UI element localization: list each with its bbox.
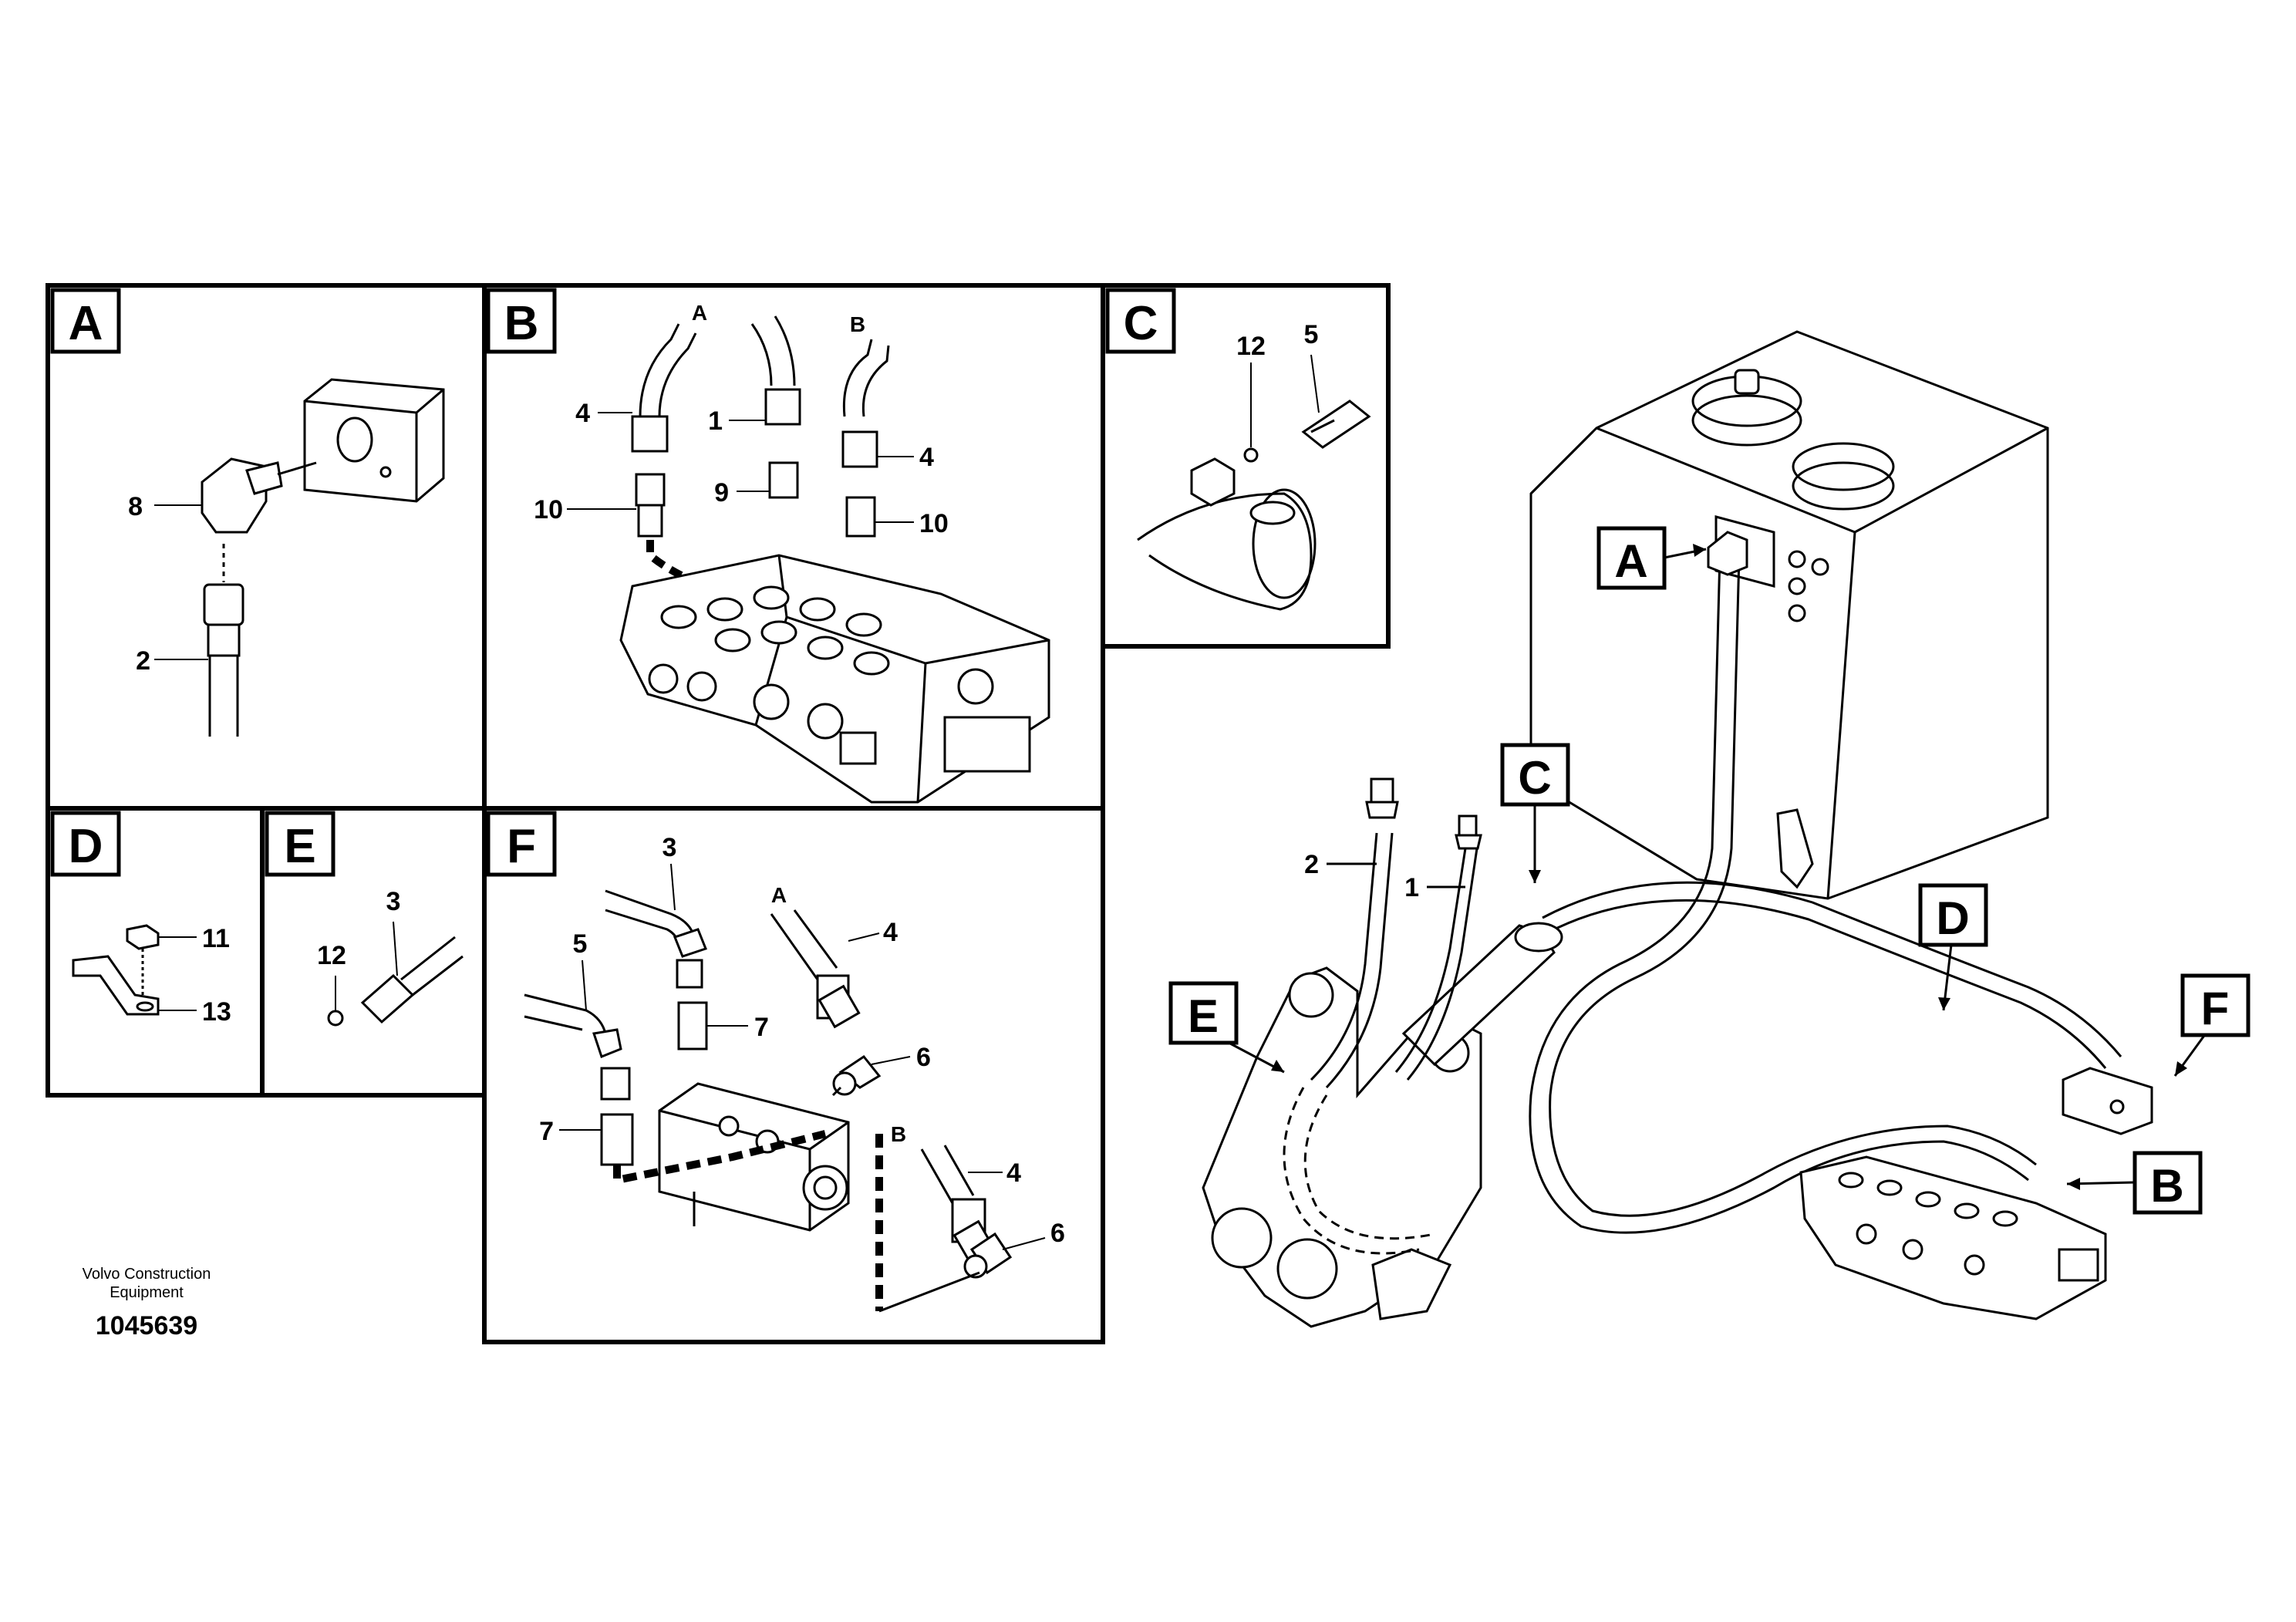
hose-fittings-b xyxy=(631,315,890,538)
overview-illustration: A C E D F B 2 1 xyxy=(1168,330,2250,1328)
panel-a-letter-box: A xyxy=(50,288,121,354)
panel-f-letter: F xyxy=(507,820,536,873)
panel-e-callouts xyxy=(335,921,398,1010)
callout-b-9: 9 xyxy=(714,478,729,508)
callout-d-11: 11 xyxy=(202,924,230,953)
callout-a-8: 8 xyxy=(128,492,143,521)
callout-f-5: 5 xyxy=(573,929,588,959)
callout-d-13: 13 xyxy=(202,997,231,1027)
overview-arrowheads xyxy=(1271,544,2187,1190)
callout-b-a: A xyxy=(692,301,707,325)
panel-b-letter-box: B xyxy=(486,288,557,354)
panel-a-letter: A xyxy=(69,297,103,350)
overview-callout-d: D xyxy=(1936,892,1969,944)
hoses-f xyxy=(524,889,1013,1279)
panel-d-letter-box: D xyxy=(50,811,121,877)
callout-b-10-right: 10 xyxy=(919,509,949,538)
panel-a: A 8 2 xyxy=(50,288,445,737)
hoses-1-2-overview xyxy=(1310,832,1478,1089)
callout-a-2: 2 xyxy=(136,646,150,676)
panel-e-letter-box: E xyxy=(265,811,335,877)
leader-lines-f xyxy=(831,1086,980,1313)
overview-part-2: 2 xyxy=(1304,850,1319,879)
callout-f-7-right: 7 xyxy=(754,1013,769,1042)
panel-c-letter-box: C xyxy=(1105,288,1176,354)
panel-c-letter: C xyxy=(1124,297,1158,350)
panel-c-callouts xyxy=(1250,354,1320,447)
maker-name: Volvo Construction Equipment xyxy=(82,1266,211,1301)
elbow-fitting-a-overview xyxy=(1707,531,1748,576)
callout-b-4-right: 4 xyxy=(919,443,934,472)
hose-3-e xyxy=(327,936,464,1027)
overview-callout-c: C xyxy=(1518,752,1551,804)
callout-f-3: 3 xyxy=(663,833,677,862)
panel-d-letter: D xyxy=(69,820,103,873)
panel-c: C 5 12 xyxy=(1105,288,1371,611)
panel-frames xyxy=(46,283,1391,1344)
overview-callout-a: A xyxy=(1614,535,1647,587)
clamp-13 xyxy=(72,955,160,1016)
callout-f-b: B xyxy=(891,1122,906,1146)
cylinder-port-c xyxy=(1137,457,1317,611)
callout-b-10-left: 10 xyxy=(534,495,563,524)
callout-f-4-lower: 4 xyxy=(1006,1158,1021,1188)
callout-c-12: 12 xyxy=(1236,332,1266,361)
dashed-connectors-f xyxy=(613,1130,883,1311)
callout-f-a: A xyxy=(771,883,787,907)
callout-f-6-lower: 6 xyxy=(1050,1219,1065,1248)
panel-f-letter-box: F xyxy=(486,811,557,877)
callout-b-b: B xyxy=(850,312,865,336)
boom-cylinder xyxy=(1401,922,1563,1067)
callout-e-12: 12 xyxy=(317,941,346,970)
control-valve-block-b xyxy=(619,554,1050,804)
overview-callout-boxes xyxy=(1168,526,2250,1215)
callout-c-5: 5 xyxy=(1304,320,1319,349)
overview-callout-e: E xyxy=(1188,990,1219,1042)
panel-a-callouts xyxy=(154,504,208,660)
overview-callout-b: B xyxy=(2150,1160,2183,1212)
bolt-11 xyxy=(126,924,160,995)
panel-b-letter: B xyxy=(504,297,539,350)
panel-b-callouts xyxy=(567,412,914,523)
block-port xyxy=(303,378,445,503)
return-hose xyxy=(1529,555,2122,1234)
overview-callout-f: F xyxy=(2201,983,2230,1034)
callout-f-6-upper: 6 xyxy=(916,1043,931,1072)
hose-5-c xyxy=(1243,400,1371,463)
elbow-fitting-8 xyxy=(201,457,317,534)
callout-f-7-left: 7 xyxy=(539,1117,554,1146)
callout-b-4-left: 4 xyxy=(575,399,590,428)
valve-block-f-overview xyxy=(2062,1067,2153,1135)
panel-d-callouts xyxy=(158,936,197,1011)
hydraulic-tank xyxy=(1529,330,2049,900)
panel-f: F xyxy=(486,811,1065,1313)
hose-2 xyxy=(203,544,244,737)
control-valve-overview xyxy=(1799,1155,2107,1320)
callout-f-4-upper: 4 xyxy=(883,918,898,947)
overview-part-1: 1 xyxy=(1404,873,1419,902)
panel-e: E 3 12 xyxy=(265,811,464,1027)
panel-b: B xyxy=(486,288,1050,804)
panel-d: D 11 13 xyxy=(50,811,231,1027)
panel-f-callouts xyxy=(559,863,1046,1250)
panel-e-letter: E xyxy=(284,820,315,873)
document-number: 1045639 xyxy=(95,1311,198,1340)
dashed-routing-overview xyxy=(1283,1087,1435,1255)
valve-block-f xyxy=(658,1082,850,1232)
callout-e-3: 3 xyxy=(386,887,401,916)
hose-fittings-overview xyxy=(1365,777,1482,850)
callout-b-1: 1 xyxy=(708,406,723,436)
